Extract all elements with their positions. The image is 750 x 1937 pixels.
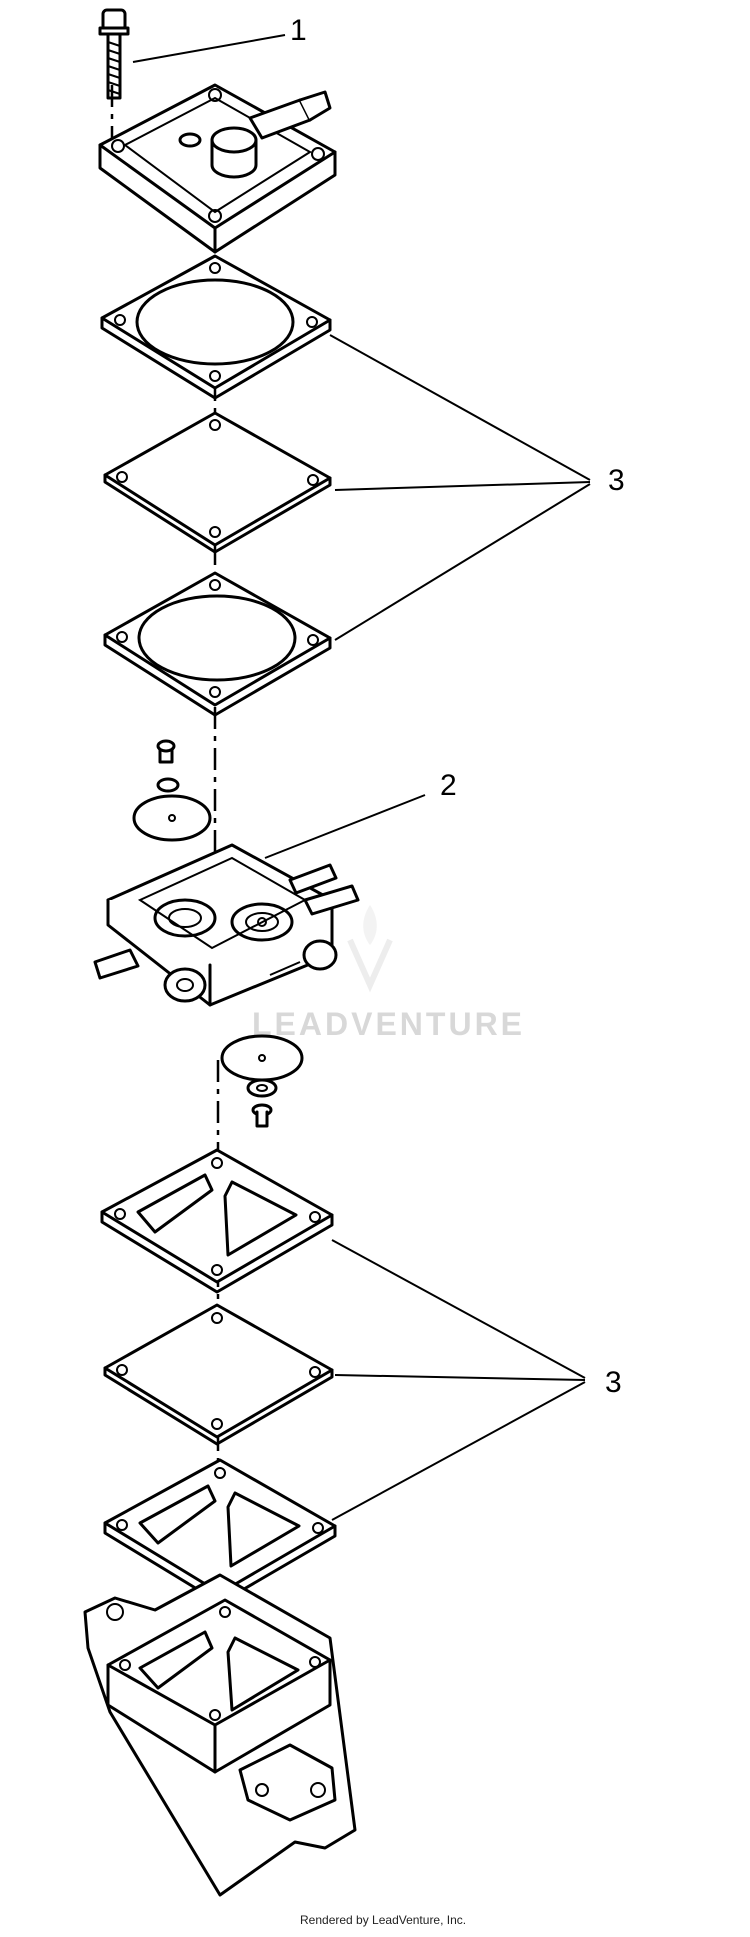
part-3-upper-gasket-b <box>103 571 332 717</box>
part-2-check-valve-lower <box>220 1034 304 1128</box>
part-2-pump-body <box>93 843 360 1007</box>
part-3-lower-gasket-a <box>100 1148 334 1294</box>
watermark-text: LEADVENTURE <box>252 1006 525 1042</box>
part-1-screw <box>98 8 130 100</box>
part-3-upper-diaphragm <box>103 411 332 554</box>
leader-3-upper <box>329 334 591 641</box>
watermark-logo-icon <box>347 905 393 993</box>
footer-credit: Rendered by LeadVenture, Inc. <box>300 1913 466 1927</box>
watermark: LEADVENTURE <box>252 905 525 1042</box>
base-flange <box>83 1573 357 1897</box>
callout-1: 1 <box>290 14 307 47</box>
part-3-lower-diaphragm <box>103 1303 334 1446</box>
callout-3-lower: 3 <box>605 1366 622 1399</box>
part-2-check-valve-upper <box>132 739 212 842</box>
part-1-pump-cover <box>98 83 337 254</box>
leader-1 <box>132 34 286 63</box>
leader-2 <box>264 794 426 859</box>
leader-3-lower <box>331 1239 586 1521</box>
part-3-upper-gasket-a <box>100 254 332 400</box>
callout-3-upper: 3 <box>608 464 625 497</box>
callout-2: 2 <box>440 769 457 802</box>
